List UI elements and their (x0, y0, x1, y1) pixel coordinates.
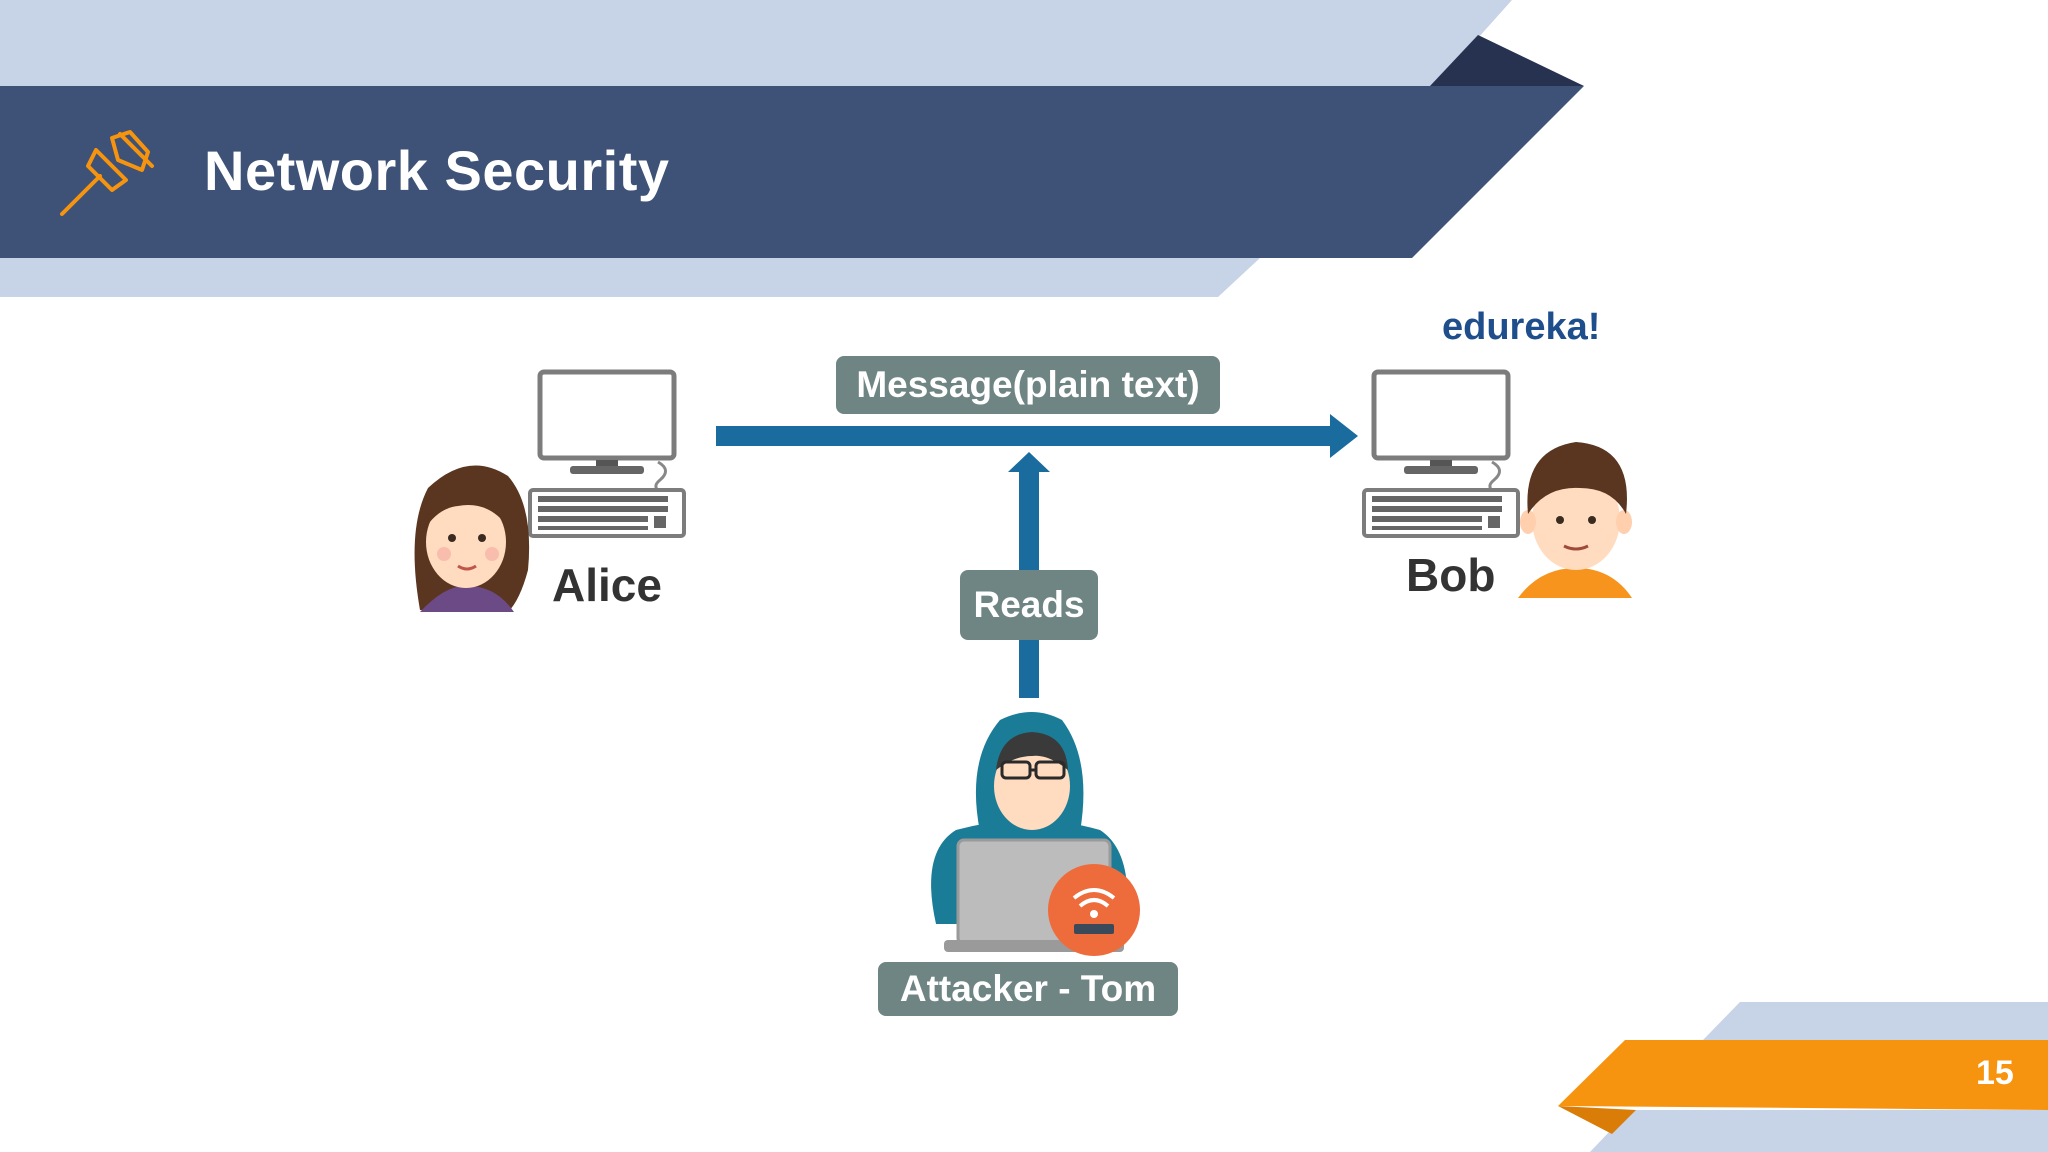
header-light-band-bottom (0, 258, 1260, 297)
pushpin-icon (60, 130, 154, 216)
intercept-label: Reads (960, 570, 1098, 640)
message-arrow-shaft (716, 426, 1332, 446)
alice-computer (528, 369, 686, 538)
footer-light-band-top (1703, 1002, 2048, 1040)
sender-name: Alice (552, 559, 662, 611)
page-number: 15 (1976, 1054, 2014, 1092)
footer-light-band-bottom (1590, 1110, 2048, 1152)
slide-title: Network Security (204, 139, 670, 202)
message-label: Message(plain text) (836, 356, 1220, 414)
attacker-label: Attacker - Tom (878, 962, 1178, 1016)
bob-computer (1362, 369, 1520, 538)
header-banner (0, 86, 1584, 258)
intercept-arrow-head (1008, 452, 1050, 472)
message-arrow-head (1330, 414, 1358, 458)
header-dark-triangle (1430, 35, 1584, 86)
bob-avatar (1518, 442, 1632, 598)
footer-orange-band (1558, 1040, 2048, 1110)
brand-logo-text: edureka! (1442, 306, 1601, 348)
receiver-name: Bob (1406, 549, 1496, 601)
header-light-band-top (0, 0, 1512, 86)
attacker-avatar (931, 712, 1140, 956)
footer-orange-shadow (1558, 1106, 1636, 1134)
alice-avatar (414, 465, 530, 612)
